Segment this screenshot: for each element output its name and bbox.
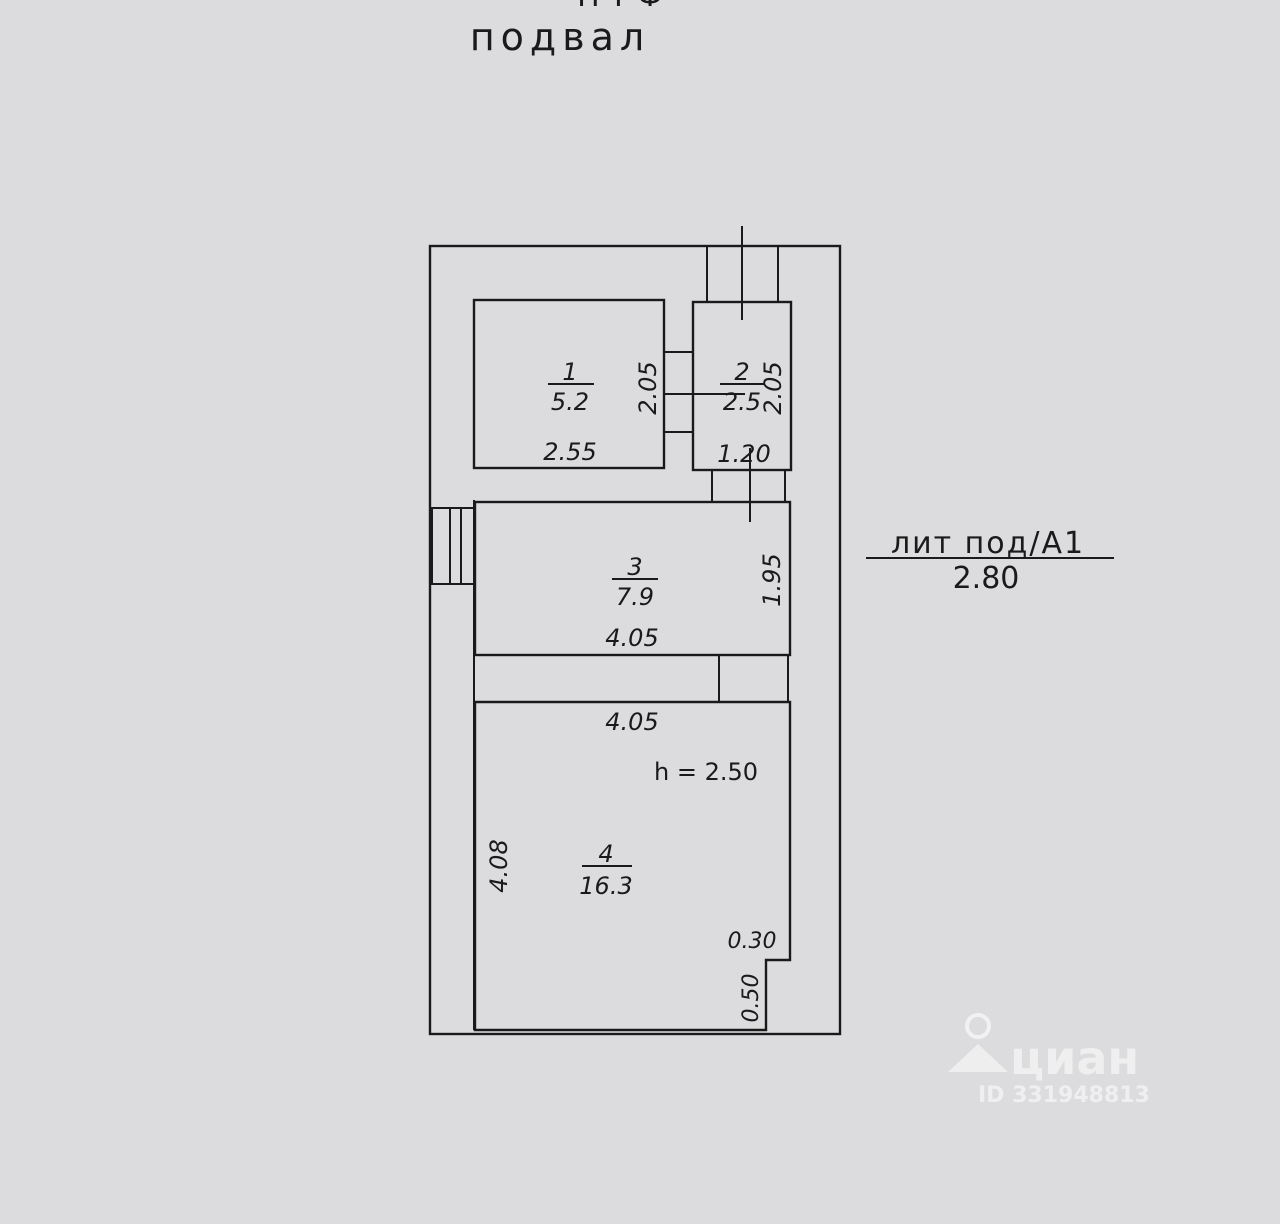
svg-text:5.2: 5.2 xyxy=(551,388,589,416)
svg-text:лит под/А1: лит под/А1 xyxy=(891,526,1085,561)
building-outline xyxy=(428,244,842,1036)
room-1-outline xyxy=(472,298,666,470)
passage-3-4 xyxy=(718,655,789,702)
room-2-height: 2.05 xyxy=(759,361,787,414)
svg-text:циан: циан xyxy=(1010,1031,1139,1085)
room-1-width: 2.55 xyxy=(543,438,596,466)
room-1-height: 2.05 xyxy=(634,361,662,414)
room-3-window xyxy=(431,507,475,585)
ceiling-height: h = 2.50 xyxy=(654,758,758,786)
svg-text:2.80: 2.80 xyxy=(953,561,1020,596)
svg-text:1: 1 xyxy=(562,358,577,386)
location-pin-icon xyxy=(948,1013,1008,1072)
svg-text:7.9: 7.9 xyxy=(616,583,654,611)
passage-2-3 xyxy=(711,448,786,522)
room-4-outline xyxy=(473,700,792,1032)
room-1-label: 1 5.2 xyxy=(548,358,594,416)
svg-text:ID 331948813: ID 331948813 xyxy=(978,1083,1150,1108)
room-2-label: 2 2.5 xyxy=(720,358,764,416)
room-3-width: 4.05 xyxy=(605,624,658,652)
svg-text:2: 2 xyxy=(734,358,749,386)
door-1-2 xyxy=(664,351,745,433)
header-cut-text: Н Т Ф xyxy=(577,0,663,14)
room-4-label: 4 16.3 xyxy=(579,840,632,900)
room-4-notch-height: 0.50 xyxy=(739,974,764,1023)
room-4-height: 4.08 xyxy=(485,839,513,892)
stair-top xyxy=(706,226,779,320)
room-3-label: 3 7.9 xyxy=(612,553,658,611)
svg-text:4: 4 xyxy=(598,840,613,868)
watermark: циан ID 331948813 xyxy=(948,1013,1150,1108)
svg-text:3: 3 xyxy=(627,553,642,581)
room-2-width: 1.20 xyxy=(717,440,770,468)
plan-title: подвал xyxy=(470,15,650,59)
room-3-height: 1.95 xyxy=(758,553,786,606)
svg-text:16.3: 16.3 xyxy=(579,872,632,900)
room-4-notch-width: 0.30 xyxy=(728,929,777,954)
room-4-width: 4.05 xyxy=(605,708,658,736)
letter-label: лит под/А1 2.80 xyxy=(866,526,1114,596)
svg-text:2.5: 2.5 xyxy=(723,388,761,416)
